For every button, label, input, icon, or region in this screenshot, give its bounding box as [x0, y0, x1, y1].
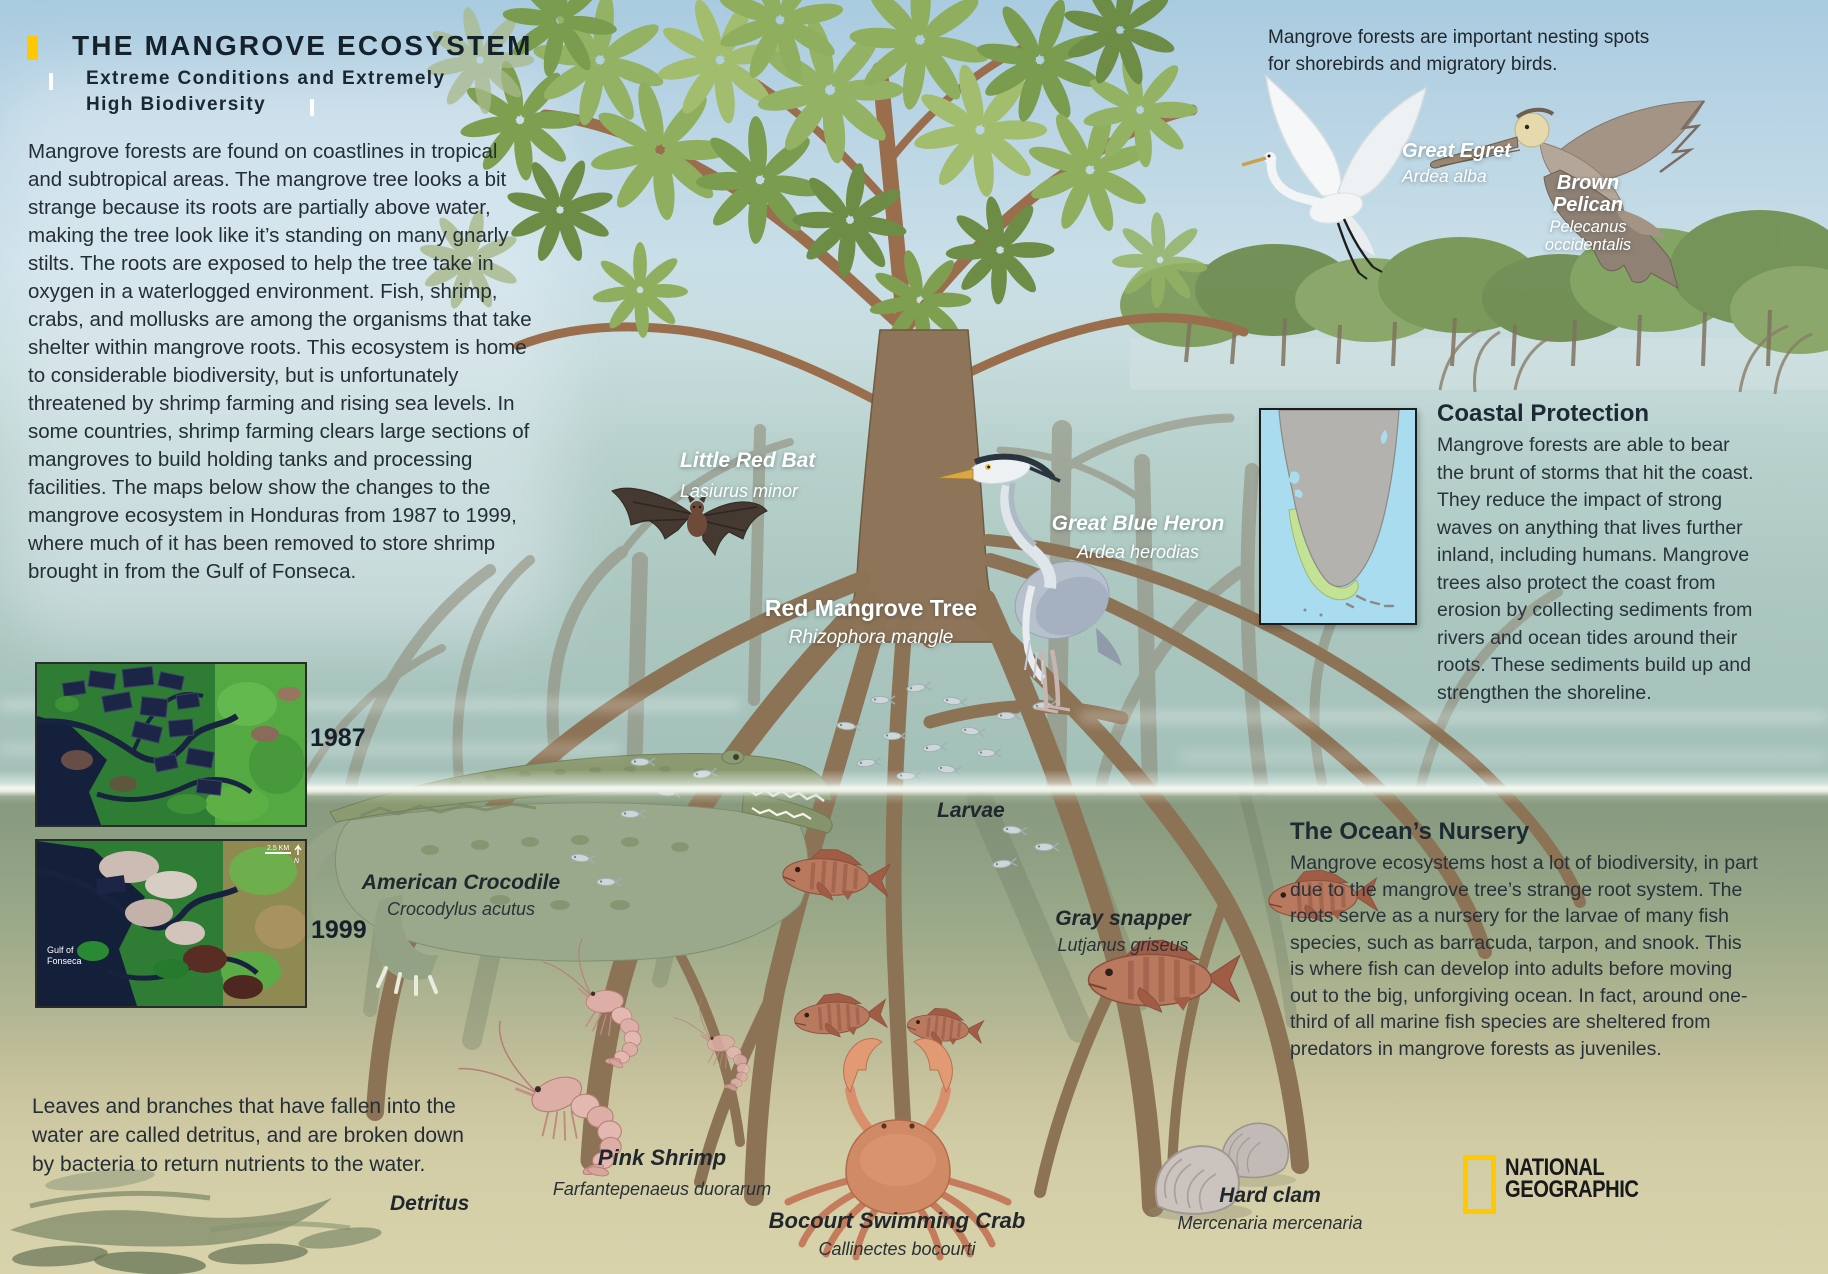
coastal-protection-heading: Coastal Protection: [1437, 400, 1650, 427]
great-blue-heron-label: Great Blue Heron: [1051, 512, 1225, 535]
brown-pelican-label: Brown Pelican: [1552, 172, 1624, 216]
page-subtitle-line2: High Biodiversity: [86, 94, 267, 115]
mist-streak: [0, 700, 740, 710]
brown-pelican-illustration: [1430, 100, 1705, 290]
detritus-note: Leaves and branches that have fallen int…: [32, 1095, 464, 1176]
map-year-1999: 1999: [311, 916, 367, 944]
little-red-bat-latin: Lasiurus minor: [680, 481, 799, 501]
detritus-label: Detritus: [390, 1192, 470, 1215]
pink-shrimp-latin: Farfantepenaeus duorarum: [552, 1179, 772, 1199]
page-title: THE MANGROVE ECOSYSTEM: [72, 30, 533, 61]
mist-overlay: [0, 70, 560, 640]
nesting-note: Mangrove forests are important nesting s…: [1268, 27, 1650, 75]
gray-snapper-label: Gray snapper: [1055, 907, 1191, 930]
natgeo-logo-line1: NATIONAL: [1505, 1154, 1605, 1181]
page-subtitle-line1: Extreme Conditions and Extremely: [86, 68, 446, 89]
florida-inset-map: [1259, 408, 1417, 625]
little-red-bat-illustration: [611, 487, 768, 557]
subtitle-tick-right: [310, 99, 314, 116]
satellite-map-1987: [35, 662, 307, 827]
gulf-of-fonseca-label-line2: Fonseca: [47, 956, 82, 966]
little-red-bat-label: Little Red Bat: [680, 449, 816, 472]
title-accent-bar: [27, 36, 38, 60]
hard-clam-latin: Mercenaria mercenaria: [1177, 1213, 1363, 1233]
distant-mangrove-forest: [1120, 210, 1828, 395]
subtitle-tick-left: [49, 73, 53, 90]
map-year-1987: 1987: [310, 724, 366, 752]
pink-shrimp-label: Pink Shrimp: [597, 1145, 727, 1170]
mist-streak: [1080, 712, 1828, 722]
american-crocodile-latin: Crocodylus acutus: [386, 899, 536, 919]
great-egret-label: Great Egret: [1402, 140, 1511, 162]
gulf-of-fonseca-label-line1: Gulf of: [47, 945, 74, 955]
detritus-illustration: [10, 1169, 382, 1274]
satellite-map-1987-graphic: [37, 664, 305, 825]
mist-streak: [1180, 752, 1828, 762]
oceans-nursery-heading: The Ocean’s Nursery: [1290, 818, 1530, 845]
national-geographic-logo: NATIONAL GEOGRAPHIC: [1463, 1155, 1664, 1214]
bocourt-swimming-crab-label: Bocourt Swimming Crab: [768, 1208, 1026, 1233]
natgeo-yellow-frame-icon: [1463, 1155, 1496, 1214]
larvae-label: Larvae: [937, 799, 1005, 822]
map-scale-label: 2.5 KM: [267, 845, 289, 852]
red-mangrove-tree-label: Red Mangrove Tree: [764, 595, 978, 621]
natgeo-logo-line2: GEOGRAPHIC: [1505, 1176, 1639, 1203]
bocourt-swimming-crab-latin: Callinectes bocourti: [818, 1239, 976, 1259]
great-blue-heron-illustration: [936, 453, 1122, 714]
satellite-map-1999-graphic: Gulf of Fonseca 2.5 KM N: [37, 841, 305, 1006]
great-blue-heron-latin: Ardea herodias: [1076, 542, 1200, 562]
map-north-label: N: [294, 858, 300, 865]
florida-map-graphic: [1278, 409, 1400, 617]
intro-paragraph: Mangrove forests are found on coastlines…: [28, 140, 532, 583]
american-crocodile-label: American Crocodile: [361, 871, 561, 894]
hard-clam-label: Hard clam: [1219, 1184, 1321, 1207]
gray-snapper-latin: Lutjanus griseus: [1057, 935, 1189, 955]
coastal-protection-body: Mangrove forests are able to bear the br…: [1437, 434, 1754, 704]
satellite-map-1999: Gulf of Fonseca 2.5 KM N: [35, 839, 307, 1008]
brown-pelican-latin: Pelecanus occidentalis: [1544, 218, 1632, 254]
great-egret-latin: Ardea alba: [1402, 166, 1487, 186]
bocourt-swimming-crab-illustration: [784, 1038, 1012, 1261]
red-mangrove-tree-latin: Rhizophora mangle: [788, 627, 954, 648]
hard-clam-illustrations: [1148, 1122, 1296, 1221]
great-egret-illustration: [1241, 74, 1428, 280]
mist-streak: [0, 744, 620, 754]
oceans-nursery-body: Mangrove ecosystems host a lot of biodiv…: [1290, 852, 1758, 1060]
